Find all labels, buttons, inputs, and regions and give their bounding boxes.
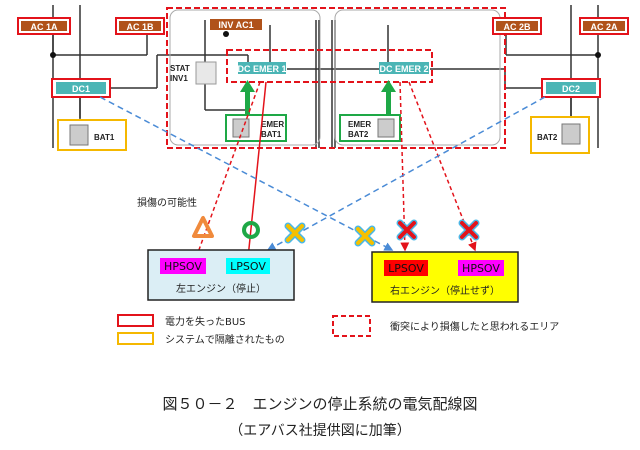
green-arrow-head-1: [240, 80, 255, 92]
green-arrow-2: [386, 90, 391, 116]
emer-bat2-label-2: BAT2: [348, 130, 369, 139]
figure-subtitle: （エアバス社提供図に加筆）: [229, 423, 411, 439]
bus-dc1: DC1: [51, 78, 111, 98]
bus-label: AC 2B: [503, 22, 531, 32]
hpsov-right-label: HPSOV: [462, 262, 500, 275]
legend-swatch-lost-power: [117, 314, 154, 327]
hpsov-left-badge: [160, 258, 206, 274]
possible-damage-label: 損傷の可能性: [137, 196, 197, 209]
wire-dc1-right-engine: [99, 96, 394, 251]
lpsov-right-badge: [384, 260, 428, 276]
stat-inverter: STAT INV1: [170, 61, 217, 85]
hpsov-left-label: HPSOV: [164, 260, 202, 273]
right-engine-box: LPSOV HPSOV 右エンジン（停止せず）: [371, 251, 519, 303]
damaged-area-outer: [166, 7, 506, 149]
bus-label: AC 2A: [590, 22, 618, 32]
battery-emer-bat1: EMER BAT1: [225, 114, 287, 142]
bus-label: AC 1B: [126, 22, 154, 32]
bat1-label: BAT1: [94, 133, 115, 142]
figure-title: 図５０－２ エンジンの停止系統の電気配線図: [162, 395, 478, 413]
bus-label: DC EMER 2: [379, 64, 428, 74]
battery-icon: [69, 124, 89, 146]
bat2-label: BAT2: [537, 133, 558, 142]
legend-swatch-damaged: [332, 315, 371, 337]
emer-feed-arrows: [240, 80, 396, 116]
right-engine-caption: 右エンジン（停止せず）: [390, 284, 500, 297]
battery-emer-bat2: EMER BAT2: [339, 114, 401, 142]
junction-dot: [223, 31, 229, 37]
bus-dc-emer-2: DC EMER 2: [379, 62, 429, 74]
cross-icon: [458, 219, 480, 241]
wire-dc2-left-engine: [266, 96, 546, 251]
bus-ac-2b: AC 2B: [492, 17, 542, 35]
cross-icon: [354, 225, 376, 247]
damaged-area-dc-emer: [226, 49, 433, 83]
legend-lost-power: 電力を失ったBUS: [165, 315, 246, 328]
green-arrow-head-2: [381, 80, 396, 92]
triangle-icon: [192, 216, 214, 238]
stat-inv-label-1: STAT: [170, 64, 190, 73]
stat-inv-label-2: INV1: [170, 74, 188, 83]
wire-emer1-lpsov-left: [244, 81, 267, 260]
bus-ac-1a: AC 1A: [17, 17, 71, 35]
wire-emer2-lpsov-right: [399, 81, 410, 252]
legend-damaged-area: 衝突により損傷したと思われるエリア: [390, 320, 559, 333]
lpsov-left-badge: [226, 258, 270, 274]
emer-bat2-label-1: EMER: [348, 120, 371, 129]
junction-dot: [50, 52, 56, 58]
bus-label: AC 1A: [30, 22, 58, 32]
bus-label: DC EMER 1: [237, 64, 286, 74]
legend-swatch-isolated: [117, 332, 154, 345]
bus-dc2: DC2: [541, 78, 601, 98]
left-engine-box: HPSOV LPSOV 左エンジン（停止）: [147, 249, 295, 301]
circle-icon: [242, 221, 260, 239]
inverter-icon: [195, 61, 217, 85]
bus-ac-2a: AC 2A: [579, 17, 629, 35]
bus-label: DC2: [562, 84, 580, 94]
lpsov-right-label: LPSOV: [388, 262, 424, 275]
bus-ac-1b: AC 1B: [115, 17, 165, 35]
legend: 電力を失ったBUS システムで隔離されたもの 衝突により損傷したと思われるエリア: [117, 314, 559, 346]
hpsov-right-badge: [458, 260, 504, 276]
left-emer-area: [169, 9, 321, 146]
battery-icon: [377, 118, 395, 138]
bus-dc-emer-1: DC EMER 1: [237, 62, 287, 74]
left-engine-caption: 左エンジン（停止）: [176, 282, 266, 295]
battery-icon: [561, 123, 581, 145]
green-arrow-1: [245, 90, 250, 116]
bus-inv-ac1: INV AC1: [210, 19, 262, 30]
right-emer-area: [334, 9, 501, 146]
legend-isolated: システムで隔離されたもの: [165, 333, 285, 346]
battery-bat1: BAT1: [57, 119, 127, 151]
cross-icon: [284, 222, 306, 244]
junction-dot: [595, 52, 601, 58]
lpsov-left-label: LPSOV: [230, 260, 266, 273]
cross-icon: [396, 219, 418, 241]
battery-icon: [232, 118, 250, 138]
bus-label: INV AC1: [218, 20, 253, 30]
emer-bat1-label-2: BAT1: [261, 130, 282, 139]
battery-bat2: BAT2: [530, 116, 590, 154]
bus-label: DC1: [72, 84, 90, 94]
emer-bat1-label-1: EMER: [261, 120, 284, 129]
